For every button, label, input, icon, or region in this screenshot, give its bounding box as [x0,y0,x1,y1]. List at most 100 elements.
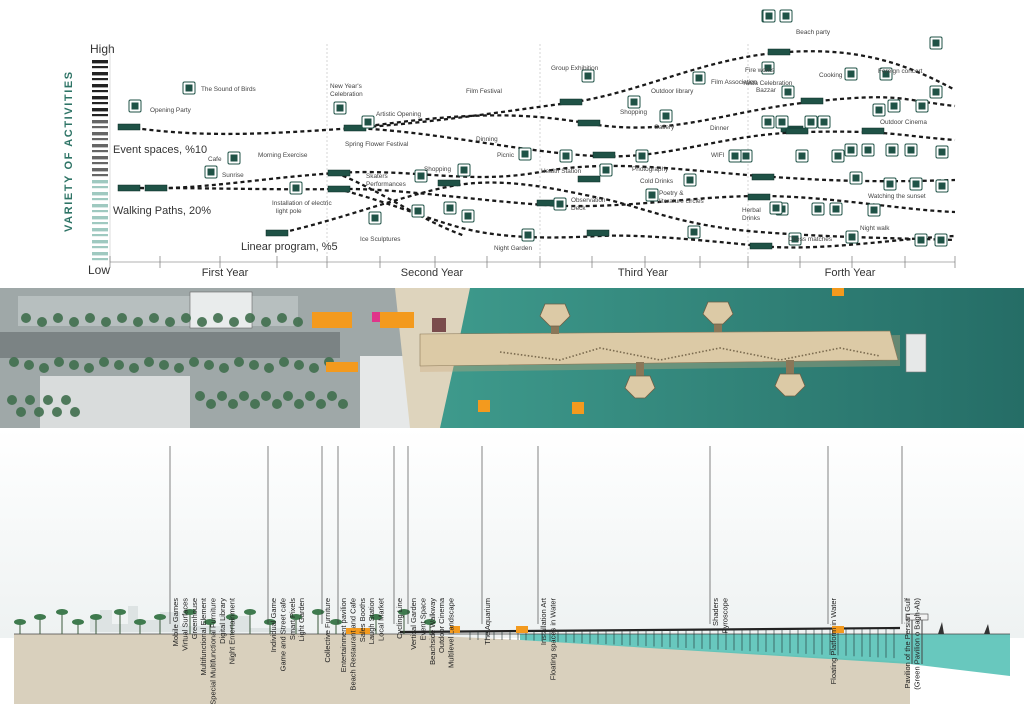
tree-icon [25,395,35,405]
y-axis-low: Low [88,263,110,277]
section-label: Event Space [418,598,427,641]
tree-icon [53,313,63,323]
tree-icon [277,313,287,323]
beach-facility-1 [312,312,352,328]
pier-pavilion [905,333,927,373]
tree-icon [99,357,109,367]
activity-label-spring-flower: Spring Flower Festival [345,141,408,148]
section-label: Pyroscope [720,598,729,633]
activity-label-cooking: Cooking [819,72,843,79]
activity-glyph-icon [562,152,570,160]
activity-label-foreign-concert: Foreign concert [878,68,923,75]
tree-icon [197,317,207,327]
section-label: The Aquarium [483,598,492,645]
milestone-bar [586,229,610,237]
palm-icon [90,614,102,620]
beach-facility-pink [372,312,380,322]
tree-icon [85,313,95,323]
milestone-bar [117,184,141,192]
activity-glyph-icon [765,12,773,20]
milestone-bar [117,123,141,131]
beach-facility-4 [432,318,446,332]
tree-icon [261,317,271,327]
activity-label-poetry: Poetry &literature circles [659,190,704,205]
scale-bar [92,126,108,129]
scale-bar [92,138,108,141]
milestone-bar [577,175,601,183]
tree-icon [144,357,154,367]
scale-bar [92,84,108,88]
activity-label-picnic: Picnic [497,152,515,159]
activity-glyph-icon [907,146,915,154]
activity-label-health-station: Health Station [541,168,582,175]
activity-glyph-icon [292,184,300,192]
tree-icon [7,395,17,405]
tree-icon [293,317,303,327]
scale-bar [92,108,108,112]
activity-glyph-icon [932,39,940,47]
activity-label-cafe: Cafe [208,156,222,163]
series-label-walk: Walking Paths, 20% [113,205,211,217]
tree-icon [159,360,169,370]
activity-glyph-icon [364,118,372,126]
scale-bar [92,60,108,64]
beach-facility-2 [380,312,414,328]
intensity-scale [92,60,108,261]
palm-icon [330,619,342,625]
tree-icon [39,363,49,373]
section-label: Installation Art [539,597,548,645]
pier-hex-1 [539,303,571,327]
activity-glyph-icon [764,64,772,72]
activity-label-dinner: Dinner [710,125,730,132]
milestone-bar [144,184,168,192]
scale-bar [92,78,108,81]
milestone-bar [327,185,351,193]
scale-bar [92,210,108,213]
activity-glyph-icon [521,150,529,158]
city-silhouette [90,606,300,632]
activity-label-group-exhibition: Group Exhibition [551,65,599,72]
scale-bar [92,198,108,201]
palm-icon [290,614,302,620]
palm-icon [34,614,46,620]
palm-icon [312,609,324,615]
section-label: Greenhouse [190,598,199,639]
activity-glyph-icon [414,207,422,215]
activity-label-dinning: Dinning [476,136,498,143]
section-label: Beach Restaurant and Cafe [348,598,357,691]
scale-bar [92,66,108,69]
section-label: Sales Booths [358,598,367,642]
tree-icon [219,363,229,373]
tree-icon [327,391,337,401]
palm-icon [154,614,166,620]
tree-icon [165,317,175,327]
section-label: Virtual Surfaces [180,598,189,651]
scale-bar [92,174,108,177]
plan-road [0,332,340,358]
floating-platform-1 [478,400,490,412]
activity-label-yalda: Yalda Celebration [742,80,793,87]
section-label: Smart Pixels [288,598,297,640]
activity-glyph-icon [798,152,806,160]
section-label: Digital Library [218,598,227,644]
tree-icon [228,399,238,409]
milestone-bar [327,169,351,177]
activity-glyph-icon [556,200,564,208]
activity-glyph-icon [918,102,926,110]
pier-hex-4 [774,373,806,397]
scale-bar [92,252,108,256]
tree-icon [245,313,255,323]
pier-hex-2 [702,301,734,325]
section-ground [14,634,910,704]
activity-label-film-festival: Film Festival [466,88,502,95]
tree-icon [264,363,274,373]
palm-icon [226,614,238,620]
section-label: Special Multifunctional Furniture [209,598,218,704]
activity-label-shopping-1: Shopping [424,166,451,173]
plan-block-2 [360,356,410,428]
activity-label-cold-drinks: Cold Drinks [640,178,673,185]
aerial-plan [0,288,1024,428]
scale-bar [92,192,108,196]
